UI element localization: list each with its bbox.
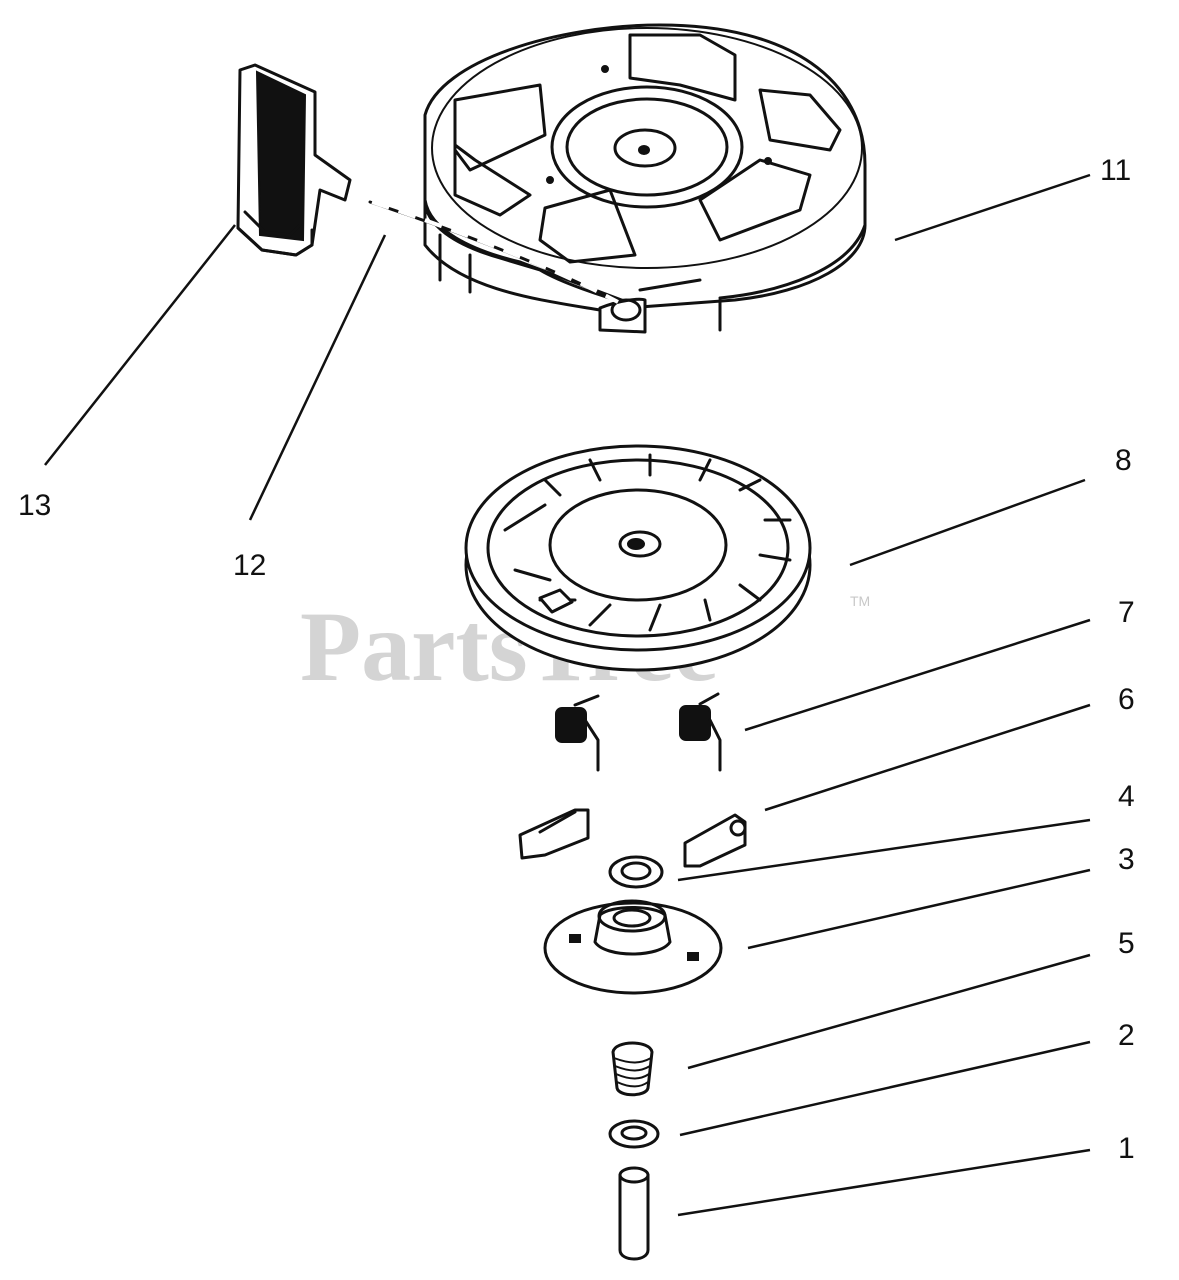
callout-3: 3: [1118, 843, 1135, 876]
callout-labels: 11 13 12 8 7 6 4 3 5 2 1: [18, 154, 1135, 1165]
leader-lines: [44, 173, 1091, 1217]
callout-11: 11: [1100, 154, 1131, 187]
part-3-retainer[interactable]: [543, 899, 723, 995]
callout-5: 5: [1118, 927, 1135, 960]
part-5-spring[interactable]: [611, 1041, 654, 1097]
callout-12: 12: [233, 549, 266, 582]
part-4-washer[interactable]: [608, 855, 664, 889]
part-1-pin[interactable]: [618, 1166, 650, 1261]
callout-7: 7: [1118, 596, 1135, 629]
callout-2: 2: [1118, 1019, 1135, 1052]
callout-13: 13: [18, 489, 51, 522]
part-13-handle[interactable]: [236, 63, 352, 257]
part-7-springs[interactable]: [555, 692, 722, 772]
callout-4: 4: [1118, 780, 1135, 813]
part-8-pulley[interactable]: [464, 444, 812, 672]
callout-6: 6: [1118, 683, 1135, 716]
part-11-housing[interactable]: [423, 23, 867, 334]
part-2-washer[interactable]: [608, 1119, 660, 1149]
part-6-pawls[interactable]: [518, 808, 747, 868]
part-12-rope[interactable]: [368, 200, 620, 304]
callout-8: 8: [1115, 444, 1132, 477]
watermark-trademark: TM: [850, 593, 870, 609]
callout-1: 1: [1118, 1132, 1135, 1165]
